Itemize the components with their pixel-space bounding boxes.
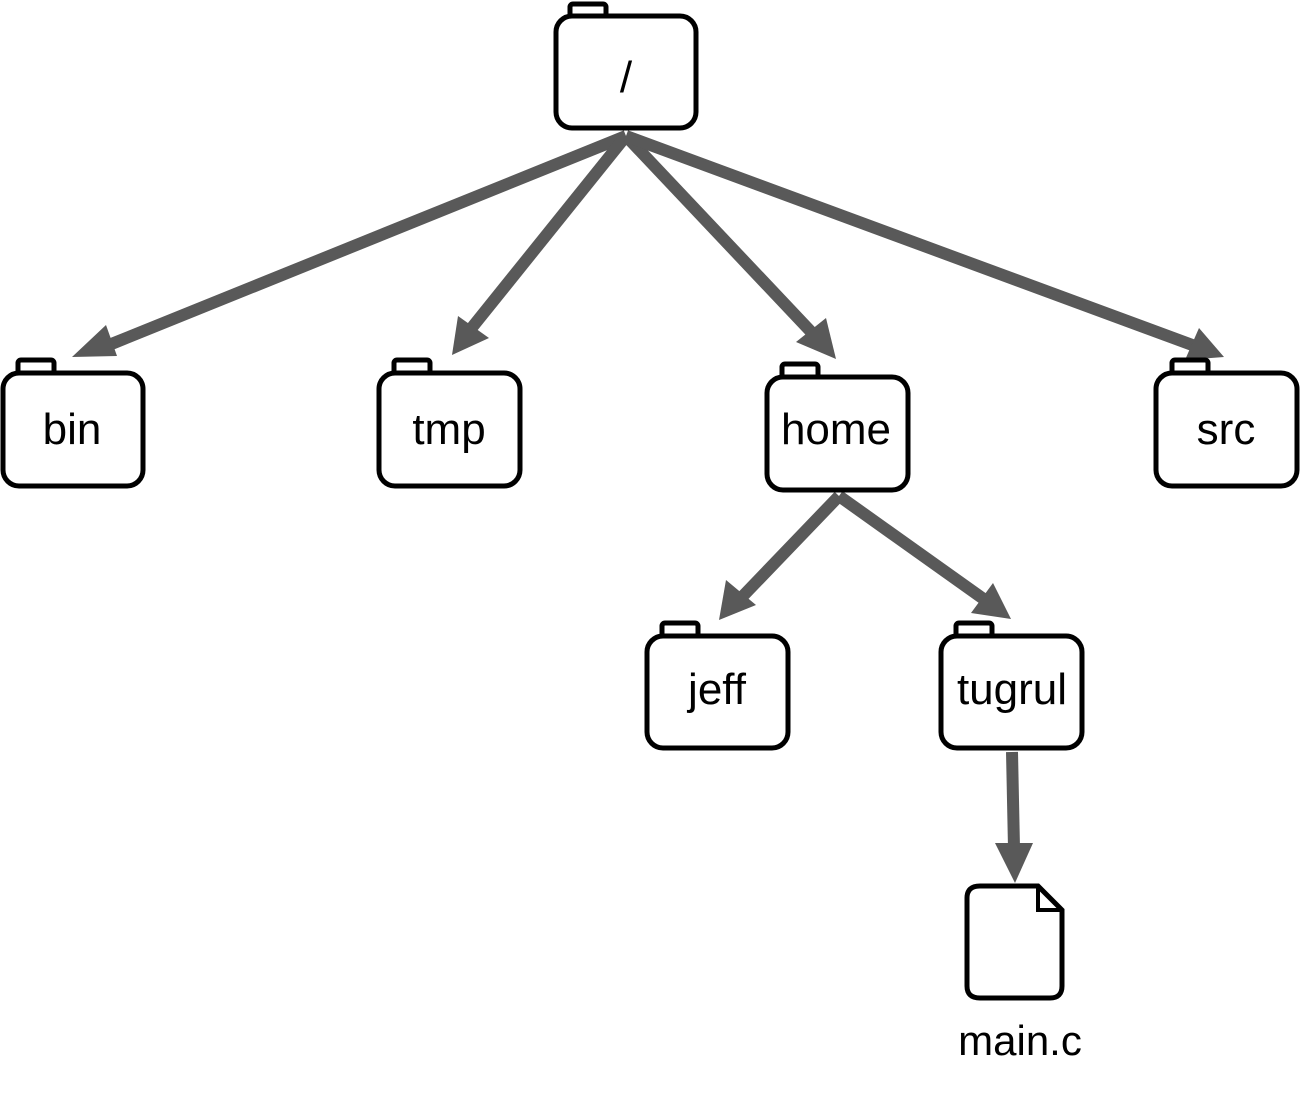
folder-node-tugrul[interactable]: tugrul: [938, 620, 1085, 751]
edge-home-jeff: [719, 491, 844, 620]
folder-label-root: /: [620, 53, 633, 102]
file-node-main-c[interactable]: main.c: [958, 883, 1082, 1064]
folder-icon: [938, 620, 1085, 751]
edge-root-bin: [72, 130, 629, 357]
file-label-main-c: main.c: [958, 1017, 1082, 1064]
folder-node-bin[interactable]: bin: [0, 357, 146, 489]
edge-tugrul-main-c: [995, 751, 1033, 883]
folder-icon: [0, 357, 146, 489]
folder-icon: [376, 357, 523, 489]
folder-label-src: src: [1197, 405, 1256, 454]
folder-label-tmp: tmp: [412, 405, 485, 454]
folder-label-home: home: [781, 405, 891, 454]
folder-node-root[interactable]: /: [553, 1, 699, 131]
folder-label-tugrul: tugrul: [957, 665, 1067, 714]
folder-icon: [553, 1, 699, 131]
folder-node-src[interactable]: src: [1153, 357, 1300, 489]
file-icon: [964, 883, 1065, 1001]
folder-node-tmp[interactable]: tmp: [376, 357, 523, 489]
folder-label-jeff: jeff: [686, 665, 747, 714]
edge-home-tugrul: [835, 491, 1011, 619]
edge-root-tmp: [452, 132, 631, 355]
folder-icon: [764, 361, 911, 493]
folder-icon: [644, 620, 791, 751]
folder-label-bin: bin: [43, 405, 102, 454]
edge-root-src: [623, 130, 1224, 360]
folder-node-home[interactable]: home: [764, 361, 911, 493]
folder-icon: [1153, 357, 1300, 489]
tree-edges: [72, 130, 1224, 883]
edge-root-home: [621, 131, 836, 359]
folder-node-jeff[interactable]: jeff: [644, 620, 791, 751]
